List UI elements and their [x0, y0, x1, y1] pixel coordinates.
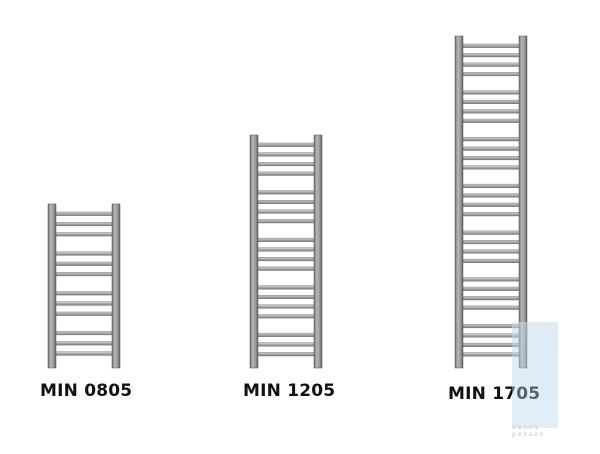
crossbar	[54, 291, 114, 296]
crossbar	[461, 90, 521, 95]
crossbar	[461, 137, 521, 142]
crossbar	[54, 341, 114, 346]
watermark-line-1: vanny	[512, 424, 541, 431]
crossbar	[461, 99, 521, 104]
crossbar	[461, 249, 521, 254]
crossbar	[54, 261, 114, 266]
crossbar	[256, 190, 316, 195]
crossbar	[256, 342, 316, 347]
crossbar	[54, 311, 114, 316]
crossbar	[54, 211, 114, 216]
crossbar	[461, 146, 521, 151]
crossbar	[256, 266, 316, 271]
crossbar	[256, 247, 316, 252]
crossbar	[256, 199, 316, 204]
crossbar	[256, 257, 316, 262]
crossbar	[256, 295, 316, 300]
watermark-logo	[512, 322, 558, 428]
crossbar	[461, 43, 521, 48]
crossbar	[54, 301, 114, 306]
crossbar	[461, 72, 521, 77]
right-rail	[518, 35, 528, 369]
crossbar	[461, 296, 521, 301]
crossbar	[256, 304, 316, 309]
crossbar	[461, 62, 521, 67]
crossbar	[461, 212, 521, 217]
watermark-line-2: peksen	[512, 431, 546, 438]
crossbar	[54, 272, 114, 277]
model-label-min-0805: MIN 0805	[40, 381, 133, 401]
crossbar	[54, 251, 114, 256]
crossbar	[256, 152, 316, 157]
crossbar	[461, 240, 521, 245]
crossbar	[256, 209, 316, 214]
crossbar	[461, 53, 521, 58]
crossbar	[256, 332, 316, 337]
crossbar	[461, 109, 521, 114]
crossbar	[256, 142, 316, 147]
crossbar	[461, 183, 521, 188]
crossbar	[461, 305, 521, 310]
right-rail	[313, 134, 323, 369]
crossbar	[461, 202, 521, 207]
crossbar	[461, 165, 521, 170]
radiator-min-0805	[47, 203, 121, 369]
crossbar	[256, 285, 316, 290]
model-label-min-1205: MIN 1205	[243, 381, 336, 401]
radiator-min-1205	[249, 134, 323, 369]
crossbar	[461, 118, 521, 123]
crossbar	[256, 171, 316, 176]
crossbar	[54, 351, 114, 356]
crossbar	[461, 277, 521, 282]
crossbar	[461, 156, 521, 161]
right-rail	[111, 203, 121, 369]
left-rail	[47, 203, 57, 369]
crossbar	[461, 286, 521, 291]
crossbar	[461, 193, 521, 198]
crossbar	[54, 222, 114, 227]
crossbar	[256, 219, 316, 224]
crossbar	[256, 314, 316, 319]
left-rail	[249, 134, 259, 369]
crossbar	[256, 237, 316, 242]
crossbar	[256, 352, 316, 357]
watermark-text: vanny peksen	[512, 424, 572, 438]
left-rail	[454, 35, 464, 369]
radiator-min-1705	[454, 35, 528, 369]
crossbar	[461, 230, 521, 235]
crossbar	[54, 232, 114, 237]
crossbar	[461, 258, 521, 263]
crossbar	[54, 331, 114, 336]
crossbar	[256, 162, 316, 167]
